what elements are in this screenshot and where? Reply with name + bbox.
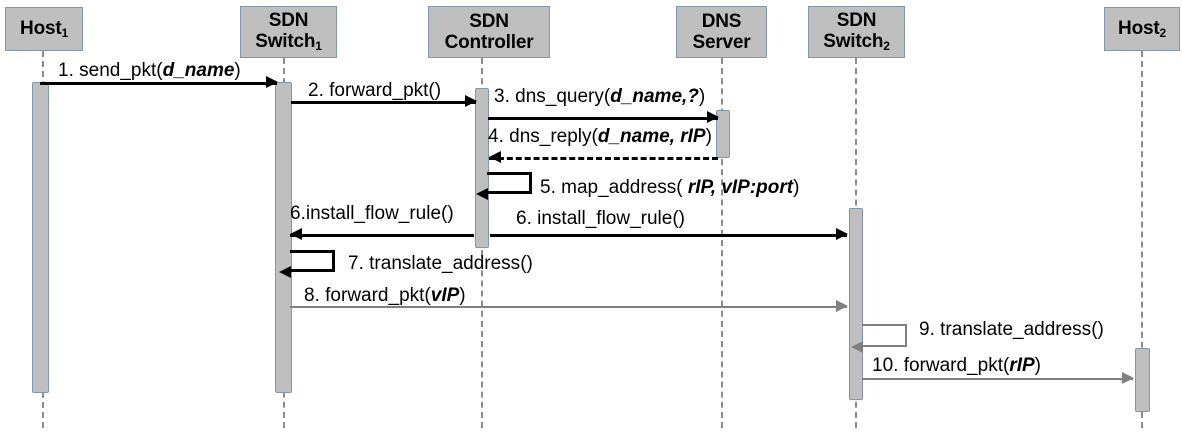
arrow-head-3 [489,151,501,163]
activation-bar-host1 [32,82,49,393]
arrow-head-8 [836,300,848,312]
message-number-8: 8. [304,285,320,306]
message-args-0: d_name [162,60,235,81]
message-label-6: 6. install_flow_rule() [516,208,685,229]
message-line-8 [290,306,847,308]
arrow-head-1 [465,95,477,107]
message-name-8: forward_pkt [325,285,425,306]
self-message-4 [487,172,532,194]
message-line-3 [489,157,718,160]
message-label-4: 5. map_address( rIP, vIP:port) [540,177,800,198]
message-label-1: 2. forward_pkt() [308,80,442,101]
self-message-9 [862,324,907,347]
arrow-head-9 [851,341,863,353]
message-number-1: 2. [308,80,324,101]
message-number-2: 3. [494,86,510,107]
activation-bar-controller [475,88,489,248]
message-name-6: install_flow_rule [537,208,673,229]
arrow-head-4 [476,188,488,200]
participant-host2[interactable]: Host2 [1104,7,1180,51]
message-number-6: 6. [516,208,532,229]
message-number-10: 10. [872,355,899,376]
message-label-8: 8. forward_pkt(vIP) [304,285,466,306]
message-label-9: 9. translate_address() [919,319,1104,340]
activation-bar-dns [716,110,730,158]
message-args-3: d_name, rIP [597,126,706,147]
participant-subscript-host2: 2 [1159,25,1166,40]
activation-bar-host2 [1135,348,1150,412]
message-args-2: d_name,? [610,86,699,107]
arrow-head-2 [707,111,719,123]
message-name-3: dns_reply [509,126,592,147]
message-number-0: 1. [58,60,74,81]
arrow-head-7 [279,266,291,278]
participant-host1[interactable]: Host1 [5,7,83,51]
message-label-5: 6.install_flow_rule() [290,203,454,224]
self-message-7 [290,250,335,272]
message-label-3: 4. dns_reply(d_name, rIP) [488,126,712,147]
participant-subscript-host1: 1 [61,25,68,40]
participant-subscript-switch1: 1 [315,39,322,53]
message-label-10: 10. forward_pkt(rIP) [872,355,1041,376]
message-line-6 [490,234,847,237]
message-line-1 [291,101,476,104]
message-name-10: forward_pkt [903,355,1003,376]
arrow-head-6 [836,228,848,240]
message-line-2 [488,117,718,120]
message-line-0 [40,82,277,85]
message-args-8: vIP [430,285,460,306]
participant-label-host1: Host1 [20,17,68,40]
message-args-4: rIP, vIP:port [682,177,794,198]
message-number-9: 9. [919,319,935,340]
message-name-1: forward_pkt [329,80,429,101]
message-line-5 [290,234,474,237]
lifeline-host2 [1141,51,1143,428]
lifeline-dns [721,58,723,428]
arrow-head-5 [290,228,302,240]
participant-subscript-switch2: 2 [883,39,890,53]
message-label-7: 7. translate_address() [348,253,533,274]
message-label-2: 3. dns_query(d_name,?) [494,86,706,107]
message-number-4: 5. [540,177,556,198]
arrow-head-10 [1122,372,1134,384]
message-name-2: dns_query [515,86,604,107]
message-label-0: 1. send_pkt(d_name) [58,60,241,81]
activation-bar-switch2 [849,208,863,400]
message-number-7: 7. [348,253,364,274]
message-name-4: map_address [561,177,677,198]
message-args-10: rIP [1009,355,1035,376]
message-name-7: translate_address [369,253,521,274]
message-name-5: install_flow_rule [305,203,442,224]
message-number-5: 6. [290,203,306,224]
message-number-3: 4. [488,126,504,147]
participant-label-host2: Host2 [1118,17,1166,40]
message-line-10 [862,378,1133,380]
message-name-0: send_pkt [79,60,157,81]
message-name-9: translate_address [940,319,1092,340]
arrow-head-0 [266,76,278,88]
